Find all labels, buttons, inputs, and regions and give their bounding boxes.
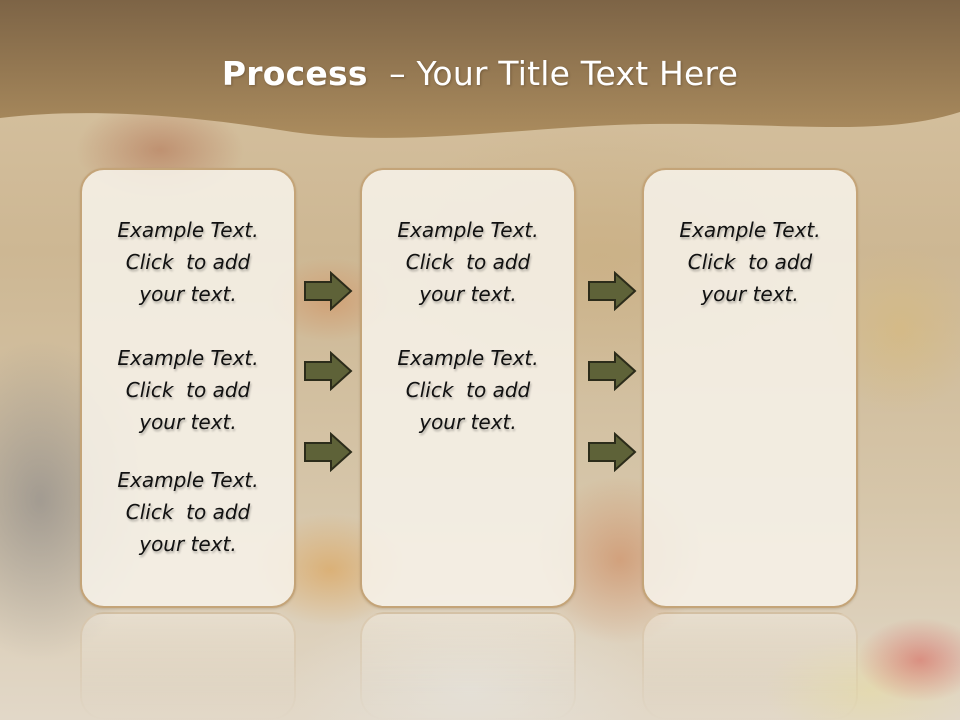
process-box-2[interactable]: Example Text. Click to add your text. Ex…: [360, 168, 576, 608]
title-banner: [0, 0, 960, 138]
process-box-1[interactable]: Example Text. Click to add your text. Ex…: [80, 168, 296, 608]
text-line: your text.: [139, 410, 237, 434]
text-block[interactable]: Example Text. Click to add your text.: [82, 342, 294, 438]
right-arrow-icon[interactable]: [587, 271, 637, 311]
text-line: Example Text.: [117, 346, 259, 370]
right-arrow-icon[interactable]: [587, 432, 637, 472]
text-line: Example Text.: [397, 218, 539, 242]
slide-title[interactable]: Process – Your Title Text Here: [0, 52, 960, 96]
text-block[interactable]: Example Text. Click to add your text.: [362, 342, 574, 438]
text-block[interactable]: Example Text. Click to add your text.: [362, 214, 574, 310]
text-line: Click to add: [125, 250, 251, 274]
text-line: your text.: [419, 410, 517, 434]
text-line: Example Text.: [679, 218, 821, 242]
text-line: Example Text.: [117, 218, 259, 242]
text-block[interactable]: Example Text. Click to add your text.: [644, 214, 856, 310]
text-line: your text.: [701, 282, 799, 306]
text-line: your text.: [139, 532, 237, 556]
right-arrow-icon[interactable]: [303, 351, 353, 391]
text-line: your text.: [139, 282, 237, 306]
box-reflection: [360, 612, 576, 720]
box-reflection: [80, 612, 296, 720]
right-arrow-icon[interactable]: [303, 432, 353, 472]
title-bold-word: Process: [221, 54, 368, 93]
text-line: Click to add: [125, 500, 251, 524]
text-line: Example Text.: [397, 346, 539, 370]
text-line: your text.: [419, 282, 517, 306]
text-line: Click to add: [405, 250, 531, 274]
text-line: Click to add: [125, 378, 251, 402]
text-line: Example Text.: [117, 468, 259, 492]
right-arrow-icon[interactable]: [587, 351, 637, 391]
text-block[interactable]: Example Text. Click to add your text.: [82, 214, 294, 310]
right-arrow-icon[interactable]: [303, 271, 353, 311]
text-block[interactable]: Example Text. Click to add your text.: [82, 464, 294, 560]
text-line: Click to add: [687, 250, 813, 274]
box-reflection: [642, 612, 858, 720]
text-line: Click to add: [405, 378, 531, 402]
title-rest: – Your Title Text Here: [389, 54, 739, 93]
process-box-3[interactable]: Example Text. Click to add your text.: [642, 168, 858, 608]
